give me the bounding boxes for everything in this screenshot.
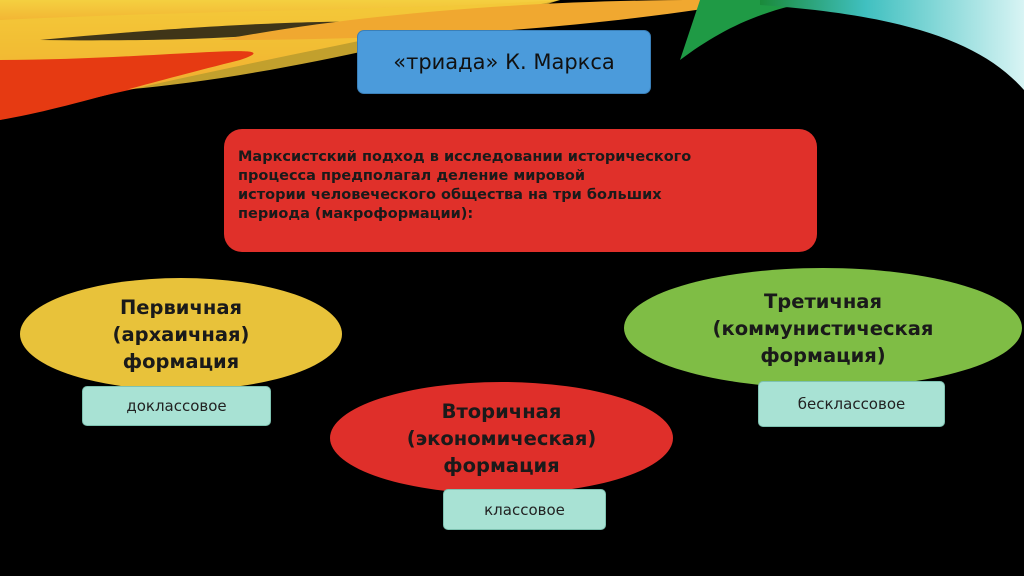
description-line: периода (макроформации): — [238, 206, 474, 222]
secondary-formation-ellipse: Вторичная (экономическая) формация — [330, 382, 673, 494]
tag-label: доклассовое — [126, 397, 227, 415]
tag-label: бесклассовое — [797, 395, 906, 413]
tag-label: классовое — [484, 500, 565, 519]
slide-title-box: «триада» К. Маркса — [357, 30, 651, 94]
formation-label: формация — [122, 349, 240, 373]
slide-title: «триада» К. Маркса — [393, 50, 615, 74]
description-box: Марксистский подход в исследовании истор… — [224, 129, 817, 252]
formation-label: (архаичная) — [112, 322, 250, 346]
primary-formation-ellipse: Первичная (архаичная) формация — [20, 278, 342, 390]
formation-label: Первичная — [119, 295, 243, 319]
formation-label: (коммунистическая — [712, 316, 934, 340]
formation-label: Третичная — [764, 289, 882, 313]
formation-label: формация) — [760, 343, 886, 367]
formation-label: (экономическая) — [406, 426, 597, 450]
tertiary-formation-ellipse: Третичная (коммунистическая формация) — [624, 268, 1022, 388]
classless-tag: бесклассовое — [758, 381, 945, 427]
formation-label: Вторичная — [441, 399, 562, 423]
description-line: процесса предполагал деление мировой — [238, 168, 586, 184]
description-line: Марксистский подход в исследовании истор… — [238, 149, 692, 165]
class-tag: классовое — [443, 489, 606, 530]
description-line: истории человеческого общества на три бо… — [238, 187, 662, 203]
preclass-tag: доклассовое — [82, 386, 271, 426]
formation-label: формация — [443, 453, 560, 477]
